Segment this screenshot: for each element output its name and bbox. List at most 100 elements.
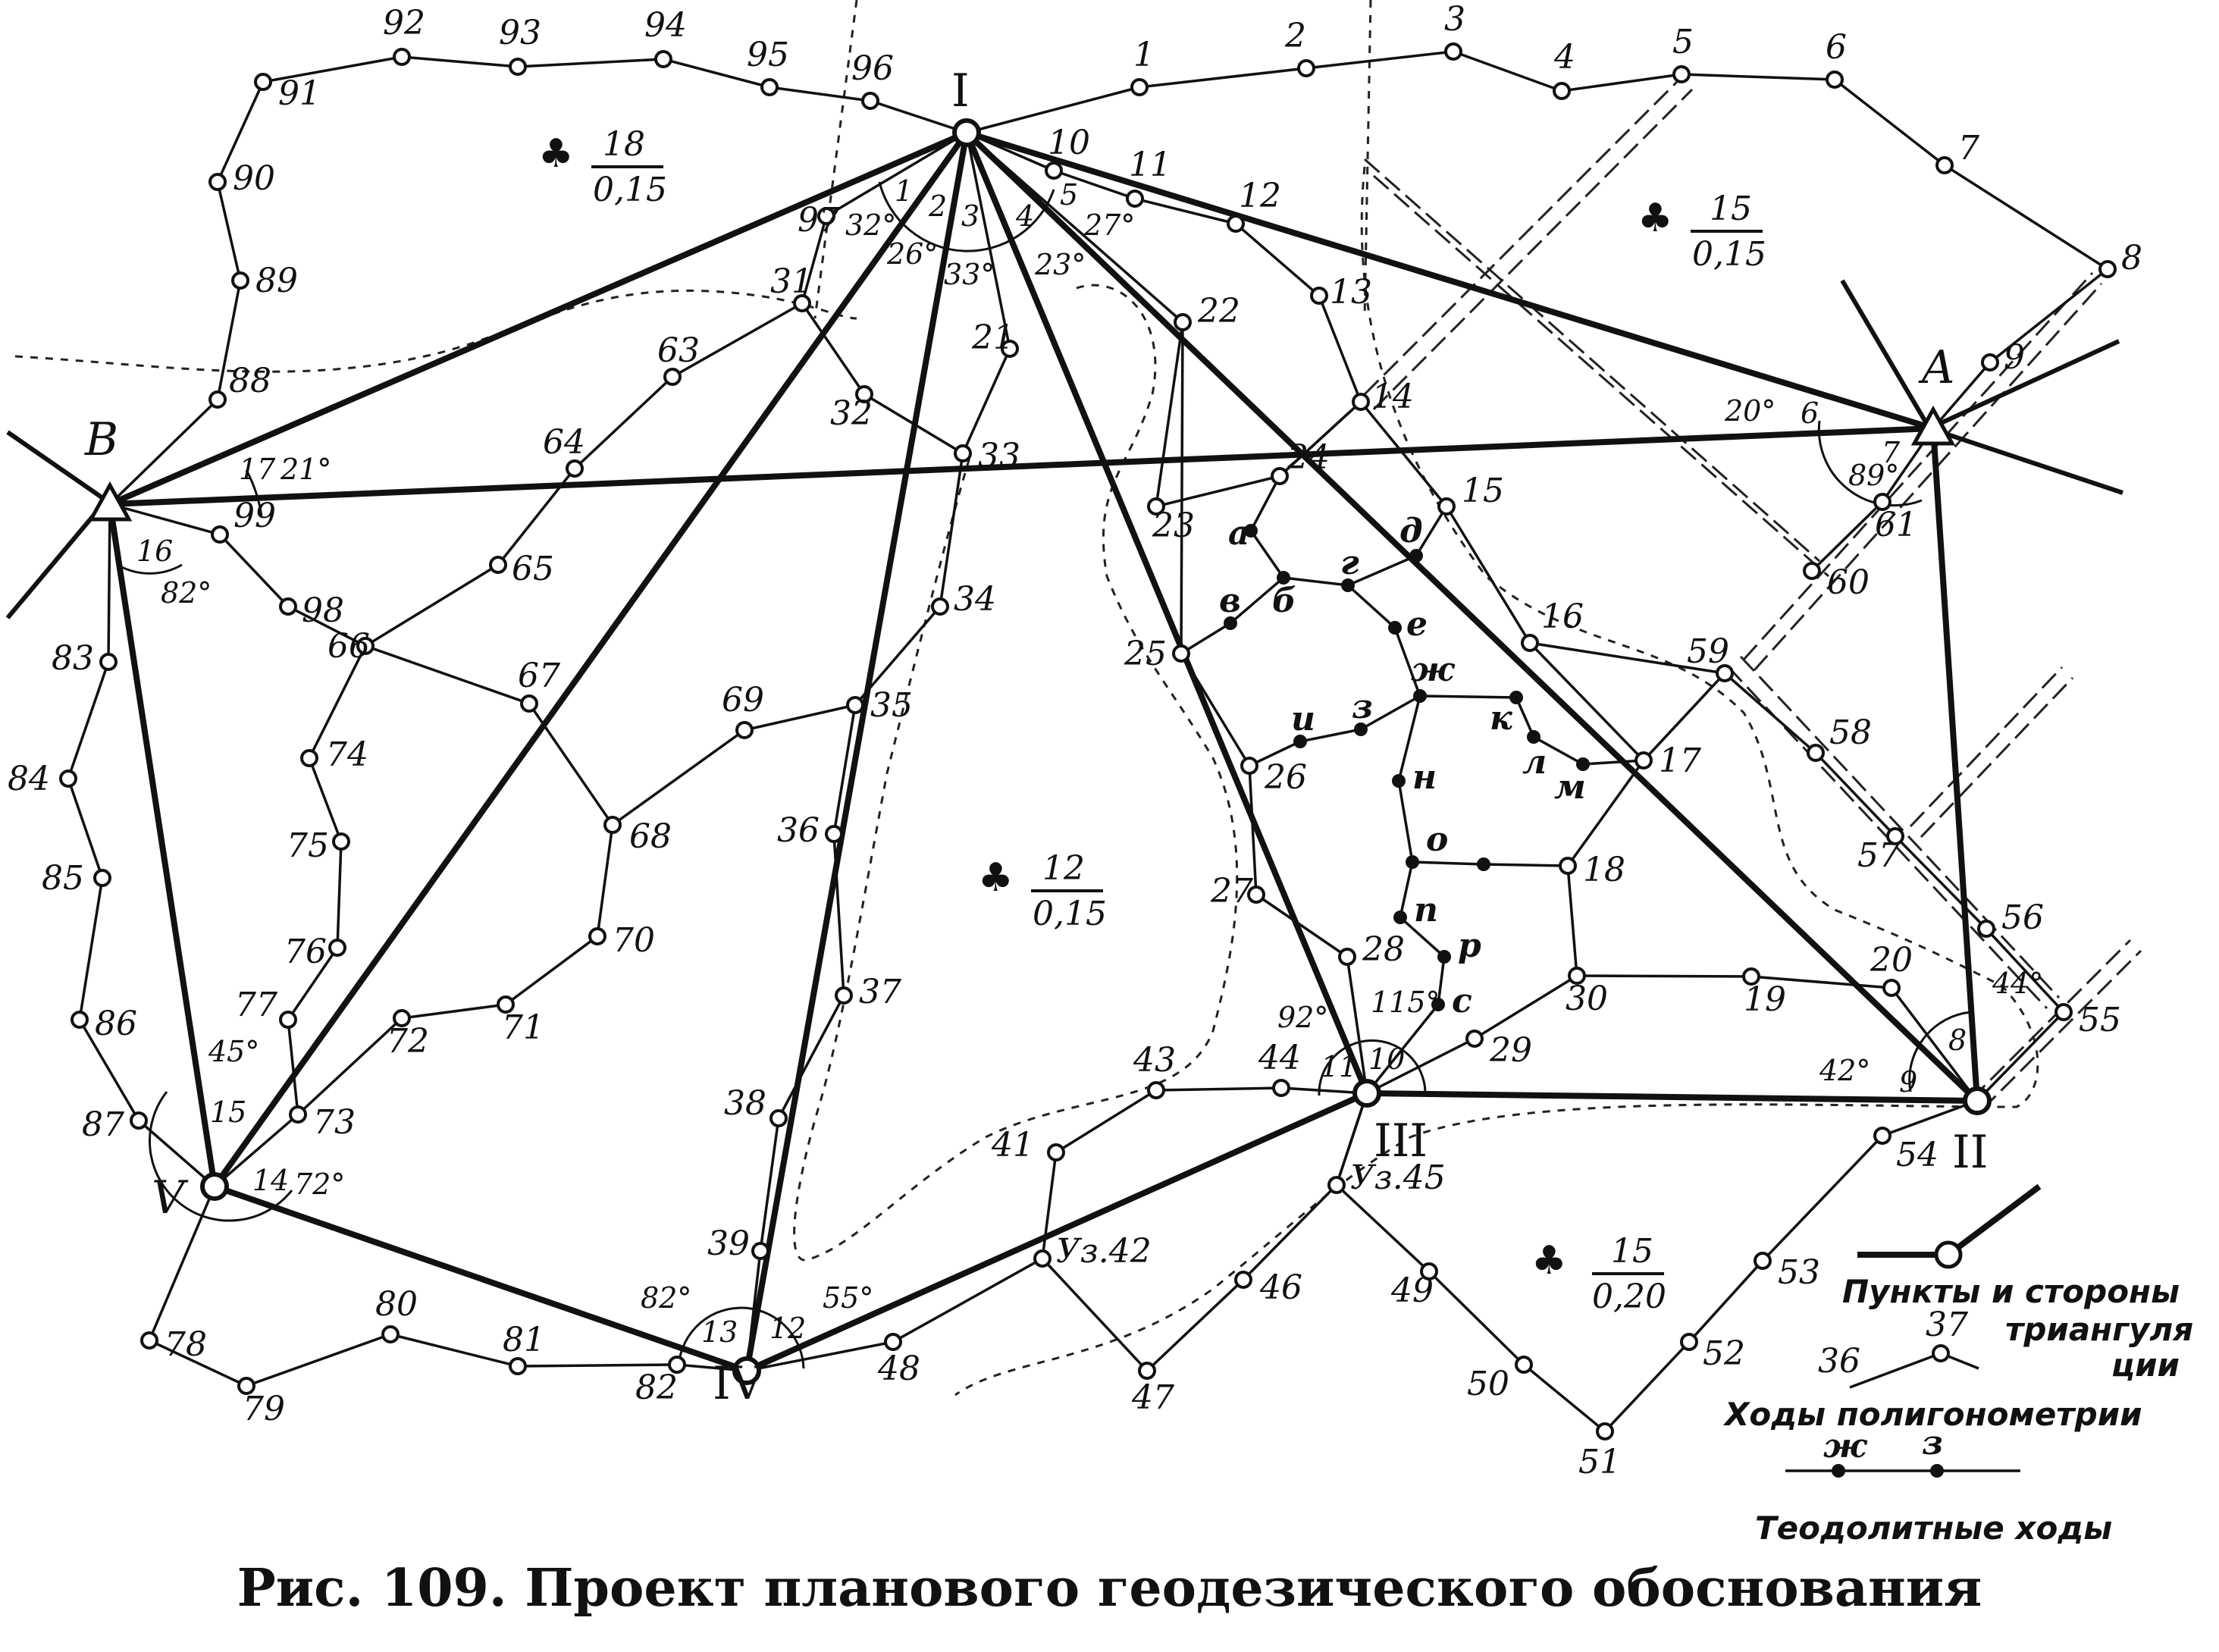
triangulation-side — [744, 1090, 1370, 1374]
angle-arc — [1908, 1011, 1972, 1092]
point-label-46: 46 — [1259, 1268, 1302, 1307]
forest-area: ♣ 15 0,20 — [1531, 1232, 1666, 1316]
road-line — [1373, 174, 1829, 578]
angle-number: 10 — [1368, 1042, 1405, 1076]
polygonometry-point-12 — [1227, 215, 1245, 233]
theodolite-point — [1477, 857, 1490, 871]
point-label-43: 43 — [1133, 1041, 1176, 1080]
polygonometry-point-65 — [489, 556, 507, 574]
road-line — [1970, 939, 2132, 1101]
triangulation-sides — [107, 130, 1980, 1374]
polygonometry-point-68 — [603, 816, 622, 834]
triangulation-side — [1930, 425, 1980, 1104]
polygonometry-point-3 — [1444, 42, 1462, 61]
polygonometry-point-74 — [300, 749, 318, 767]
tri-label-IV: IV — [713, 1357, 765, 1410]
direction-mark — [1929, 426, 2123, 495]
angle-arc — [677, 1306, 805, 1373]
point-label-64: 64 — [543, 423, 585, 462]
polygonometry-point-96 — [861, 92, 879, 110]
polygonometry-point-89 — [231, 271, 249, 290]
polygonometry-point-26 — [1240, 757, 1258, 775]
polygonometry-point-58 — [1807, 744, 1825, 762]
theodolite-label: п — [1414, 891, 1438, 929]
point-label-73: 73 — [313, 1103, 356, 1142]
polygonometry-point-45 — [1327, 1176, 1346, 1194]
polygonometry-point-50 — [1515, 1356, 1533, 1374]
polygonometry-point-16 — [1521, 634, 1539, 652]
polygonometry-traverse — [213, 302, 803, 1188]
angle-value: 72° — [294, 1168, 345, 1201]
polygonometry-point-87 — [130, 1111, 148, 1130]
polygonometry-point-64 — [566, 459, 584, 478]
angle-numbers: 1 2 3 4 5 6 7 8 9 10 11 12 13 14 15 16 1… — [136, 174, 1967, 1349]
polygonometry-point-92 — [393, 48, 411, 66]
polygonometry-point-53 — [1754, 1252, 1772, 1270]
polygonometry-point-59 — [1716, 664, 1734, 682]
polygonometry-point-67 — [520, 694, 538, 713]
point-label-16: 16 — [1541, 597, 1584, 636]
point-label-45: Уз.45 — [1350, 1158, 1446, 1197]
point-label-17: 17 — [1659, 741, 1701, 780]
point-label-27: 27 — [1210, 872, 1253, 911]
theodolite-point — [1244, 524, 1258, 538]
polygonometry-point-17 — [1634, 751, 1653, 770]
polygonometry-point-93 — [509, 58, 527, 76]
angle-arc — [117, 563, 183, 575]
point-label-93: 93 — [499, 14, 541, 52]
polygonometry-point-90 — [208, 173, 227, 191]
point-label-5: 5 — [1672, 23, 1694, 61]
triangulation-side — [212, 1183, 750, 1374]
theodolite-point — [1409, 549, 1423, 563]
point-label-72: 72 — [387, 1022, 429, 1061]
point-label-92: 92 — [383, 4, 425, 42]
polygonometry-point-72 — [393, 1009, 411, 1027]
angle-number: 12 — [769, 1312, 806, 1345]
theodolite-label: к — [1490, 699, 1512, 738]
point-label-51: 51 — [1578, 1443, 1621, 1481]
road-line — [1363, 74, 1685, 396]
polygonometry-point-30 — [1568, 967, 1586, 985]
theodolite-label: е — [1406, 605, 1428, 644]
point-label-19: 19 — [1744, 980, 1786, 1019]
polygonometry-traverses — [67, 50, 2111, 1434]
tri-label-III: III — [1374, 1114, 1428, 1168]
legend-theo-n1: ж — [1823, 1427, 1868, 1465]
polygonometry-point-44 — [1272, 1079, 1290, 1097]
point-label-48: 48 — [877, 1349, 920, 1388]
angle-number: 8 — [1948, 1023, 1967, 1057]
point-label-55: 55 — [2079, 1001, 2121, 1039]
polygonometry-point-55 — [2054, 1003, 2073, 1021]
theodolite-point — [1293, 735, 1307, 748]
point-label-3: 3 — [1444, 0, 1465, 39]
point-label-21: 21 — [971, 318, 1014, 357]
legend: Пункты и стороны триангуля ции 36 37 Ход… — [1722, 1183, 2193, 1547]
polygonometry-point-27 — [1247, 886, 1265, 904]
angle-number: 7 — [1882, 436, 1901, 469]
angle-arc — [1318, 1039, 1427, 1096]
angle-arc — [245, 469, 263, 516]
direction-mark — [6, 430, 108, 503]
polygonometry-point-37 — [835, 986, 853, 1005]
point-label-83: 83 — [52, 639, 94, 678]
point-label-52: 52 — [1703, 1334, 1745, 1373]
point-label-23: 23 — [1152, 506, 1195, 545]
forest-num: 12 — [1042, 849, 1085, 888]
point-label-75: 75 — [287, 826, 329, 865]
triangulation-side — [1364, 1090, 1980, 1104]
theodolite-point — [1437, 950, 1451, 964]
point-label-71: 71 — [502, 1008, 544, 1047]
point-label-58: 58 — [1829, 713, 1872, 752]
point-label-54: 54 — [1896, 1136, 1938, 1174]
theodolite-point — [1576, 757, 1590, 771]
legend-triangulation-point — [1934, 1240, 1963, 1269]
point-label-69: 69 — [722, 681, 764, 719]
point-label-66: 66 — [328, 627, 370, 666]
polygonometry-point-48 — [884, 1333, 902, 1351]
point-label-50: 50 — [1467, 1365, 1509, 1403]
point-label-31: 31 — [770, 262, 813, 301]
polygonometry-point-15 — [1437, 497, 1456, 516]
point-label-90: 90 — [233, 159, 275, 198]
point-label-97: 97 — [798, 201, 840, 240]
triangulation-side — [964, 130, 1936, 431]
